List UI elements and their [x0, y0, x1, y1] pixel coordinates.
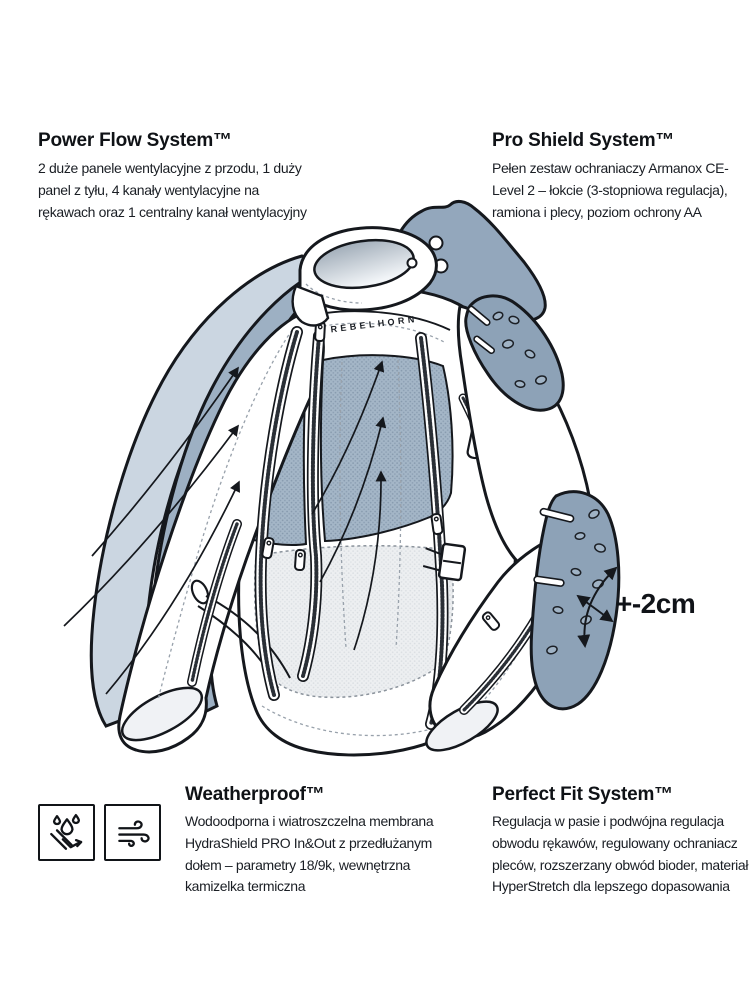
water-repellent-icon — [38, 804, 95, 861]
collar — [291, 226, 438, 327]
feature-description-line: HydraShield PRO In&Out z przedłużanym — [185, 834, 432, 851]
adjustment-label: +-2cm — [616, 588, 695, 619]
feature-description-line: HyperStretch dla lepszego dopasowania — [492, 878, 730, 895]
feature-description: Pełen zestaw ochraniaczy Armanox CE- Lev… — [492, 157, 742, 223]
feature-description-line: panel z tyłu, 4 kanały wentylacyjne na — [38, 182, 259, 198]
feature-description-line: dołem – parametry 18/9k, wewnętrzna — [185, 856, 411, 873]
feature-description-line: kamizelka termiczna — [185, 878, 306, 895]
feature-description-line: Regulacja w pasie i podwójna regulacja — [492, 813, 724, 829]
feature-title: Power Flow System™ — [38, 130, 232, 151]
feature-description-line: ramiona i plecy, poziom ochrony AA — [492, 204, 702, 220]
feature-block-pro-shield: Pro Shield System™ Pełen zestaw ochrania… — [492, 129, 742, 223]
feature-block-perfect-fit: Perfect Fit System™ Regulacja w pasie i … — [492, 783, 748, 898]
weatherproof-icons — [38, 804, 161, 861]
feature-title: Weatherproof™ — [185, 784, 325, 805]
central-vent-zipper — [297, 330, 325, 682]
feature-title: Perfect Fit System™ — [492, 784, 673, 805]
feature-description-line: Wodoodporna i wiatroszczelna membrana — [185, 813, 434, 829]
feature-description-line: rękawach oraz 1 centralny kanał wentylac… — [38, 204, 307, 220]
sleeve-zipper — [187, 519, 242, 687]
feature-description-line: 2 duże panele wentylacyjne z przodu, 1 d… — [38, 160, 302, 176]
windproof-icon — [104, 804, 161, 861]
feature-block-power-flow: Power Flow System™ 2 duże panele wentyla… — [38, 129, 378, 223]
shoulder-protector — [464, 294, 565, 412]
elbow-protector — [529, 490, 621, 711]
feature-description: Regulacja w pasie i podwójna regulacja o… — [492, 811, 748, 898]
front-edge-zipper — [254, 326, 303, 701]
feature-title: Pro Shield System™ — [492, 130, 675, 151]
elbow-adjustment-arrows — [576, 566, 618, 648]
feature-description-line: pleców, rozszerzany obwód bioder, materi… — [492, 856, 749, 873]
feature-description-line: Level 2 – łokcie (3-stopniowa regulacja)… — [492, 182, 728, 198]
airflow-arrows — [63, 360, 387, 695]
feature-description-line: Pełen zestaw ochraniaczy Armanox CE- — [492, 160, 729, 176]
feature-description: 2 duże panele wentylacyjne z przodu, 1 d… — [38, 157, 378, 223]
feature-description: Wodoodporna i wiatroszczelna membrana Hy… — [185, 811, 485, 898]
feature-block-weatherproof: Weatherproof™ Wodoodporna i wiatroszczel… — [185, 783, 485, 898]
feature-description-line: obwodu rękawów, regulowany ochraniacz — [492, 834, 738, 851]
waist-adjuster-buckle — [422, 542, 467, 582]
lower-mesh-panel — [253, 544, 454, 699]
zipper-pulls — [261, 320, 444, 572]
